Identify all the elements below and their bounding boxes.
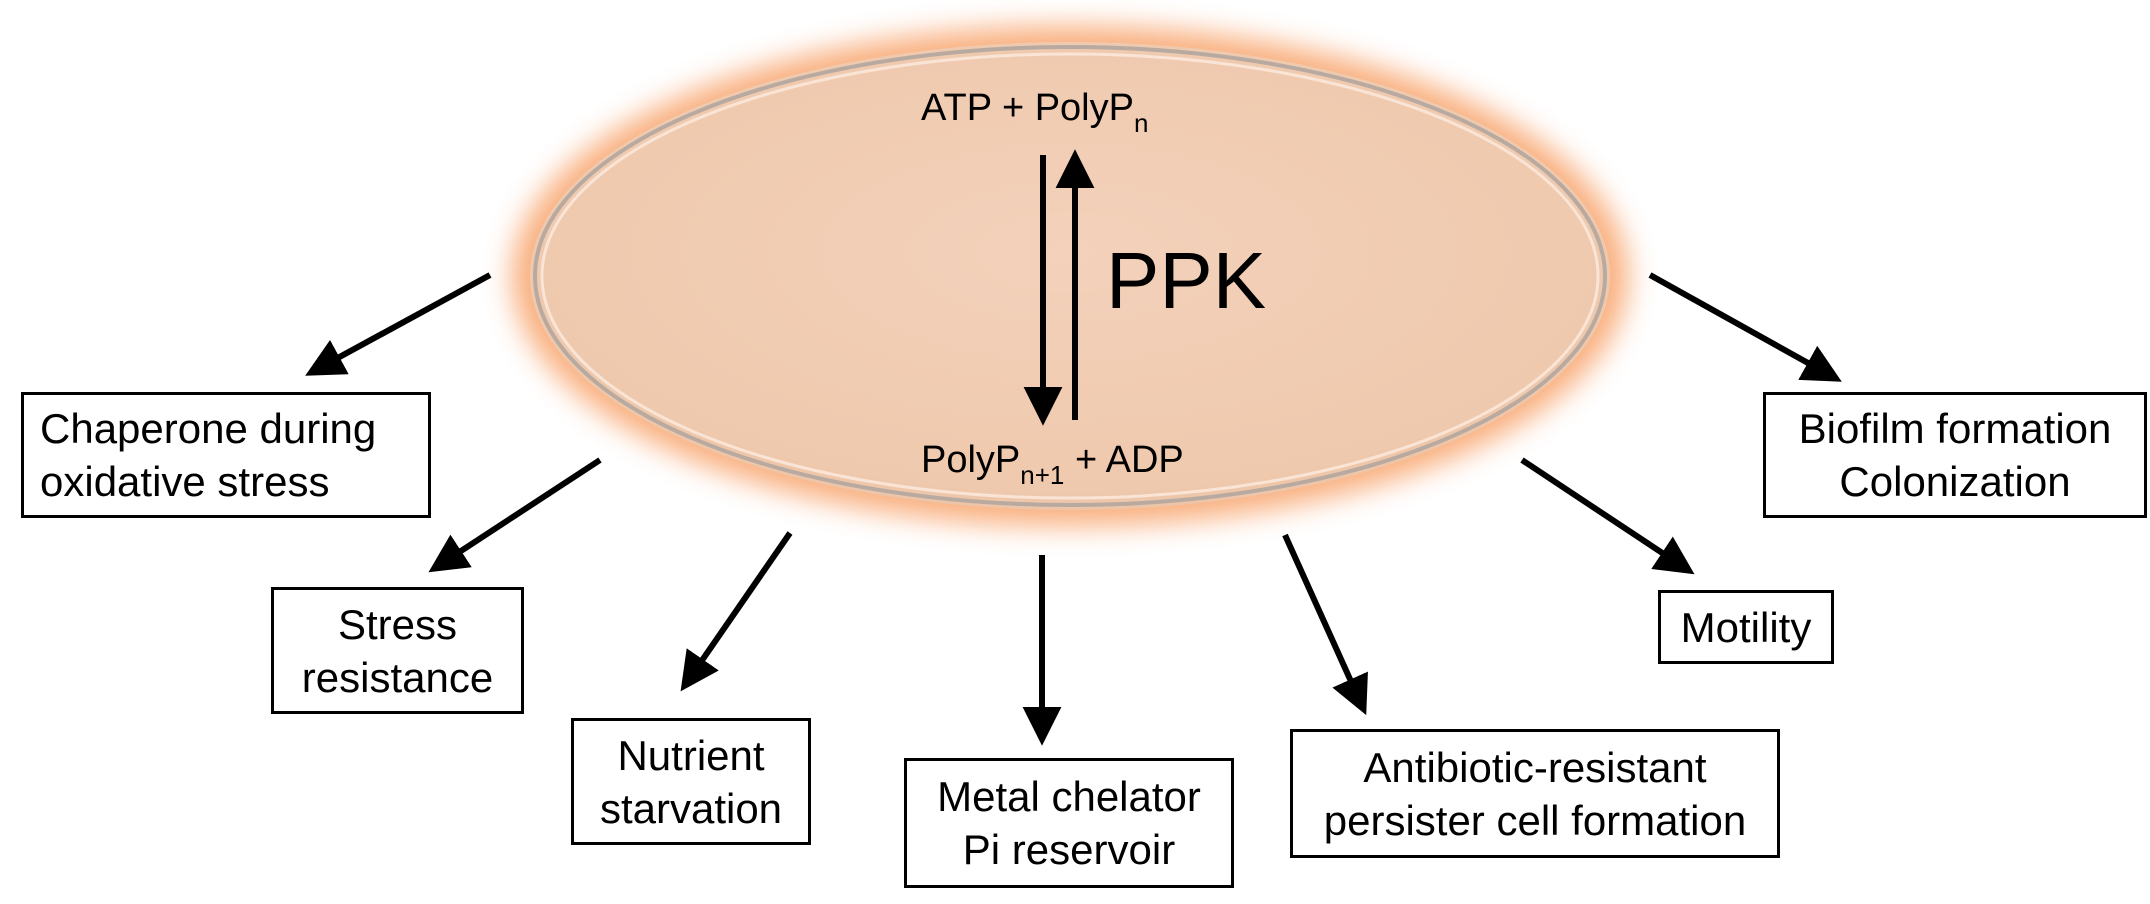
arrow-to-biofilm (1648, 272, 1842, 382)
metal-chelator-box: Metal chelator Pi reservoir (904, 758, 1234, 888)
antibiotic-persister-box: Antibiotic-resistant persister cell form… (1290, 729, 1780, 858)
antibiotic-line-1: Antibiotic-resistant (1363, 743, 1707, 791)
stress-resistance-box: Stress resistance (271, 587, 524, 714)
chaperone-box: Chaperone during oxidative stress (21, 392, 431, 518)
arrow-to-motility (1520, 457, 1695, 575)
arrow-to-antibiotic-persister (1282, 533, 1368, 716)
cell-ellipse (512, 26, 1628, 526)
stress-line-2: resistance (301, 653, 494, 701)
biofilm-line-2: Colonization (1839, 458, 2071, 505)
ppk-label: PPK (1106, 236, 1266, 325)
biofilm-box: Biofilm formation Colonization (1763, 392, 2147, 518)
biofilm-line-1: Biofilm formation (1798, 405, 2112, 452)
motility-box: Motility (1658, 590, 1834, 664)
nutrient-line-1: Nutrient (617, 731, 765, 779)
arrow-to-nutrient-starvation (680, 531, 793, 692)
stress-line-1: Stress (337, 600, 458, 648)
antibiotic-line-2: persister cell formation (1323, 796, 1747, 844)
metal-line-2: Pi reservoir (962, 826, 1176, 873)
motility-line-1: Motility (1680, 603, 1812, 651)
nutrient-starvation-box: Nutrient starvation (571, 718, 811, 845)
bottom-equation: PolyPn+1 + ADP (921, 439, 1184, 490)
chaperone-line-1: Chaperone during (40, 405, 377, 452)
nutrient-line-2: starvation (599, 784, 783, 832)
metal-line-1: Metal chelator (937, 773, 1201, 820)
chaperone-line-2: oxidative stress (40, 458, 330, 505)
arrow-to-stress-resistance (428, 457, 602, 573)
arrow-to-chaperone (305, 272, 492, 376)
top-equation: ATP + PolyPn (921, 87, 1148, 138)
